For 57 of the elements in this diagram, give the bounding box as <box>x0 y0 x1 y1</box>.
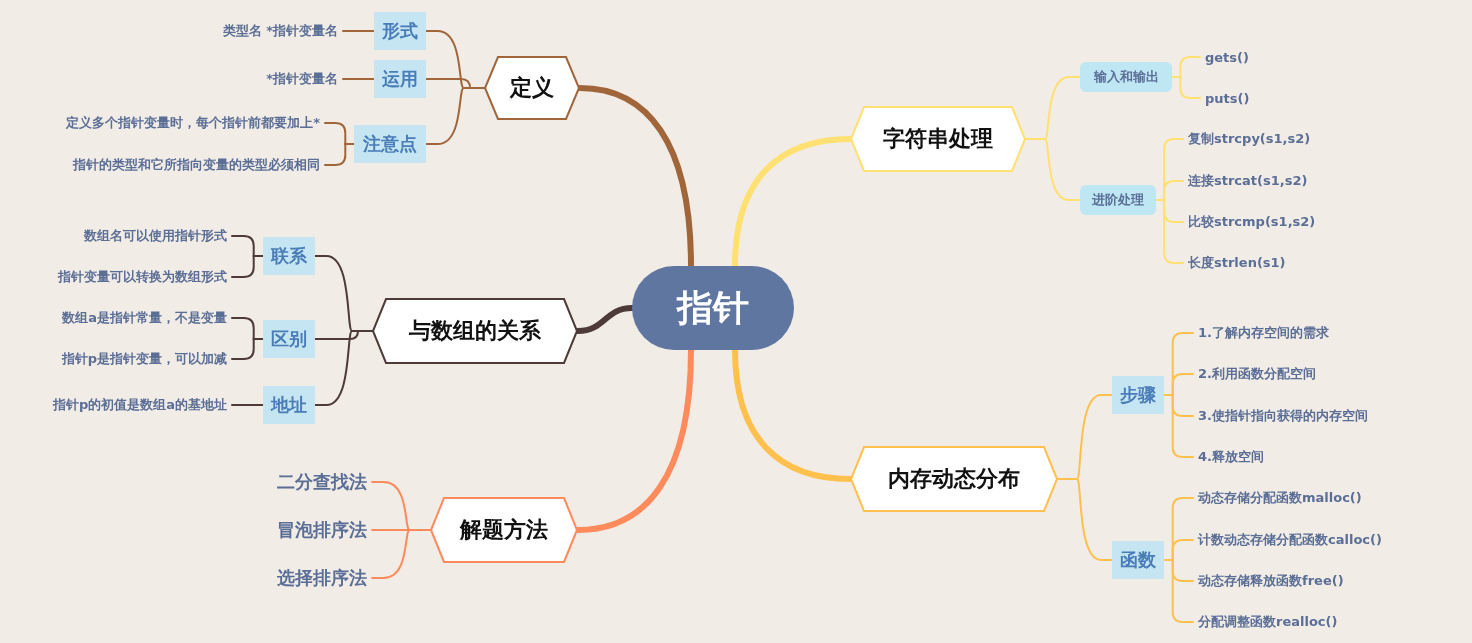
detail-text: 指针的类型和它所指向变量的类型必须相同 <box>68 154 325 176</box>
detail-text: 指针p的初值是数组a的基地址 <box>47 394 232 416</box>
detail-text: 指针p是指针变量，可以加减 <box>56 348 232 370</box>
detail-text: 动态存储释放函数free() <box>1193 570 1349 592</box>
detail-text: 数组名可以使用指针形式 <box>79 225 232 247</box>
subtopic-label: 步骤 <box>1112 376 1164 414</box>
connector-line <box>342 30 375 32</box>
detail-text: 连接strcat(s1,s2) <box>1183 170 1313 192</box>
branch-topic: 与数组的关系 <box>372 298 578 364</box>
connector-line <box>231 338 264 360</box>
connector-line <box>1025 138 1081 201</box>
subtopic-label: 形式 <box>374 12 426 50</box>
subtopic-label: 地址 <box>263 386 315 424</box>
detail-text: 冒泡排序法 <box>272 516 372 544</box>
detail-text: 3.使指针指向获得的内存空间 <box>1193 405 1373 427</box>
detail-text: 比较strcmp(s1,s2) <box>1183 211 1321 233</box>
subtopic-label: 进阶处理 <box>1080 185 1156 215</box>
detail-text: *指针变量名 <box>261 68 343 90</box>
connector-line <box>231 404 264 406</box>
subtopic-label: 函数 <box>1112 541 1164 579</box>
subtopic-label: 区别 <box>263 320 315 358</box>
detail-text: 二分查找法 <box>272 468 372 496</box>
branch-topic: 内存动态分布 <box>850 446 1058 512</box>
branch-topic: 解题方法 <box>430 497 578 563</box>
subtopic-label: 联系 <box>263 237 315 275</box>
detail-text: 长度strlen(s1) <box>1183 252 1291 274</box>
connector-line <box>425 87 485 145</box>
detail-text: 类型名 *指针变量名 <box>217 20 343 42</box>
connector-line <box>732 347 853 482</box>
connector-line <box>1057 478 1113 561</box>
branch-topic: 字符串处理 <box>850 106 1026 172</box>
detail-text: 1.了解内存空间的需求 <box>1193 322 1334 344</box>
detail-text: 定义多个指针变量时，每个指针前都要加上* <box>61 112 325 134</box>
connector-line <box>577 85 694 269</box>
detail-text: gets() <box>1200 46 1254 68</box>
connector-line <box>575 347 694 533</box>
branch-topic: 定义 <box>484 56 580 120</box>
subtopic-label: 输入和输出 <box>1080 62 1172 92</box>
detail-text: 选择排序法 <box>272 564 372 592</box>
detail-text: 分配调整函数realloc() <box>1193 611 1343 633</box>
connector-line <box>324 143 355 166</box>
subtopic-label: 注意点 <box>354 125 426 163</box>
detail-text: 4.释放空间 <box>1193 446 1269 468</box>
connector-line <box>1171 76 1201 99</box>
detail-text: 2.利用函数分配空间 <box>1193 363 1321 385</box>
detail-text: 计数动态存储分配函数calloc() <box>1193 529 1387 551</box>
central-topic: 指针 <box>632 266 794 350</box>
subtopic-label: 运用 <box>374 60 426 98</box>
connector-line <box>342 78 375 80</box>
detail-text: 指针变量可以转换为数组形式 <box>53 266 232 288</box>
detail-text: 动态存储分配函数malloc() <box>1193 487 1367 509</box>
detail-text: 复制strcpy(s1,s2) <box>1183 128 1316 150</box>
connector-line <box>371 529 431 579</box>
detail-text: 数组a是指针常量，不是变量 <box>57 307 232 329</box>
connector-line <box>231 255 264 278</box>
detail-text: puts() <box>1200 87 1255 109</box>
connector-line <box>314 330 373 406</box>
